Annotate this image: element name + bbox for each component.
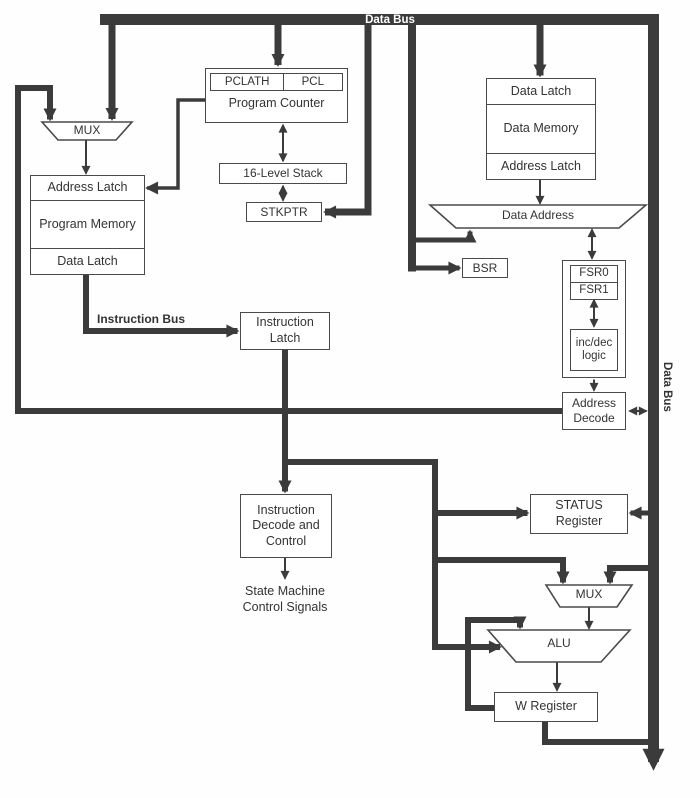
inc-dec-logic-block: inc/dec logic: [570, 329, 618, 371]
alu-label: ALU: [547, 636, 571, 650]
program-counter-block: PCLATH PCL Program Counter: [205, 68, 348, 123]
status-register-block: STATUS Register: [530, 494, 628, 534]
program-counter-label: Program Counter: [228, 96, 325, 110]
data-address-shape: [427, 204, 649, 229]
right-data-bus-label: Data Bus: [660, 362, 673, 412]
mux-right-shape: [544, 584, 634, 608]
bsr-block: BSR: [462, 258, 508, 278]
instruction-bus-label: Instruction Bus: [97, 312, 186, 326]
stack-block: 16-Level Stack: [219, 163, 347, 184]
data-memory-label: Data Memory: [487, 105, 595, 154]
mux-left-shape: [40, 121, 134, 141]
pclath-register: PCLATH: [210, 73, 285, 91]
mux-left-label: MUX: [73, 123, 101, 137]
pcl-register: PCL: [282, 73, 343, 91]
fsr1-register: FSR1: [570, 281, 618, 300]
program-memory-label: Program Memory: [31, 201, 144, 249]
fsr0-register: FSR0: [570, 265, 618, 283]
pc-register-row: PCLATH PCL: [210, 73, 343, 91]
data-memory-block: Data Latch Data Memory Address Latch: [486, 78, 596, 180]
state-machine-label: State Machine Control Signals: [242, 584, 328, 614]
status-register-label: STATUS Register: [555, 498, 603, 528]
program-memory-block: Address Latch Program Memory Data Latch: [30, 175, 145, 275]
top-data-bus-label: Data Bus: [365, 14, 415, 26]
w-register-block: W Register: [494, 692, 598, 722]
alu-shape: [486, 629, 632, 663]
address-decode-block: Address Decode: [562, 392, 626, 430]
mux-right-label: MUX: [575, 587, 603, 601]
fsr-block: FSR0 FSR1 inc/dec logic: [562, 260, 626, 378]
top-data-bus: [100, 14, 659, 25]
wire-group: [15, 14, 665, 771]
stkptr-block: STKPTR: [246, 202, 322, 222]
data-memory-data-latch: Data Latch: [487, 79, 595, 105]
data-address-label: Data Address: [501, 208, 575, 222]
data-memory-address-latch: Address Latch: [501, 158, 581, 173]
program-memory-address-latch: Address Latch: [31, 176, 144, 201]
instruction-decode-block: Instruction Decode and Control: [240, 494, 332, 558]
instruction-latch-block: Instruction Latch: [240, 312, 330, 350]
program-memory-data-latch: Data Latch: [57, 253, 118, 268]
